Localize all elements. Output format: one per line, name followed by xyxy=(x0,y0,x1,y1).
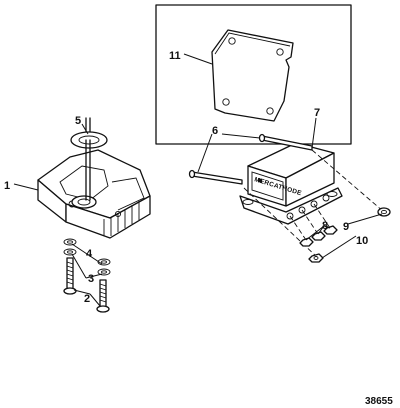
figure-number: 38655 xyxy=(365,396,393,407)
callout-5: 5 xyxy=(75,115,81,127)
callout-6: 6 xyxy=(212,125,218,137)
callout-1: 1 xyxy=(4,180,10,192)
callout-3: 3 xyxy=(88,273,94,285)
callout-7: 7 xyxy=(314,107,320,119)
washers-parts-3-4 xyxy=(63,238,111,276)
anode-housing-part-1 xyxy=(37,149,151,239)
callout-4: 4 xyxy=(86,248,93,260)
callout-11: 11 xyxy=(169,50,181,62)
leader-lines xyxy=(13,53,383,307)
nuts-part-8 xyxy=(299,225,338,247)
callout-labels: 11 1 5 6 7 8 9 10 4 3 2 xyxy=(4,50,368,305)
callout-2: 2 xyxy=(84,293,90,305)
callout-8: 8 xyxy=(322,220,328,232)
nuts-part-10 xyxy=(308,253,324,263)
screws-part-2 xyxy=(63,257,110,313)
cover-plate-part-11 xyxy=(211,29,294,122)
regulator-module-part-7 xyxy=(239,142,343,225)
anode-wire-part-5 xyxy=(70,117,108,201)
callout-9: 9 xyxy=(343,221,349,233)
inset-frame xyxy=(155,4,352,145)
callout-10: 10 xyxy=(356,235,368,247)
